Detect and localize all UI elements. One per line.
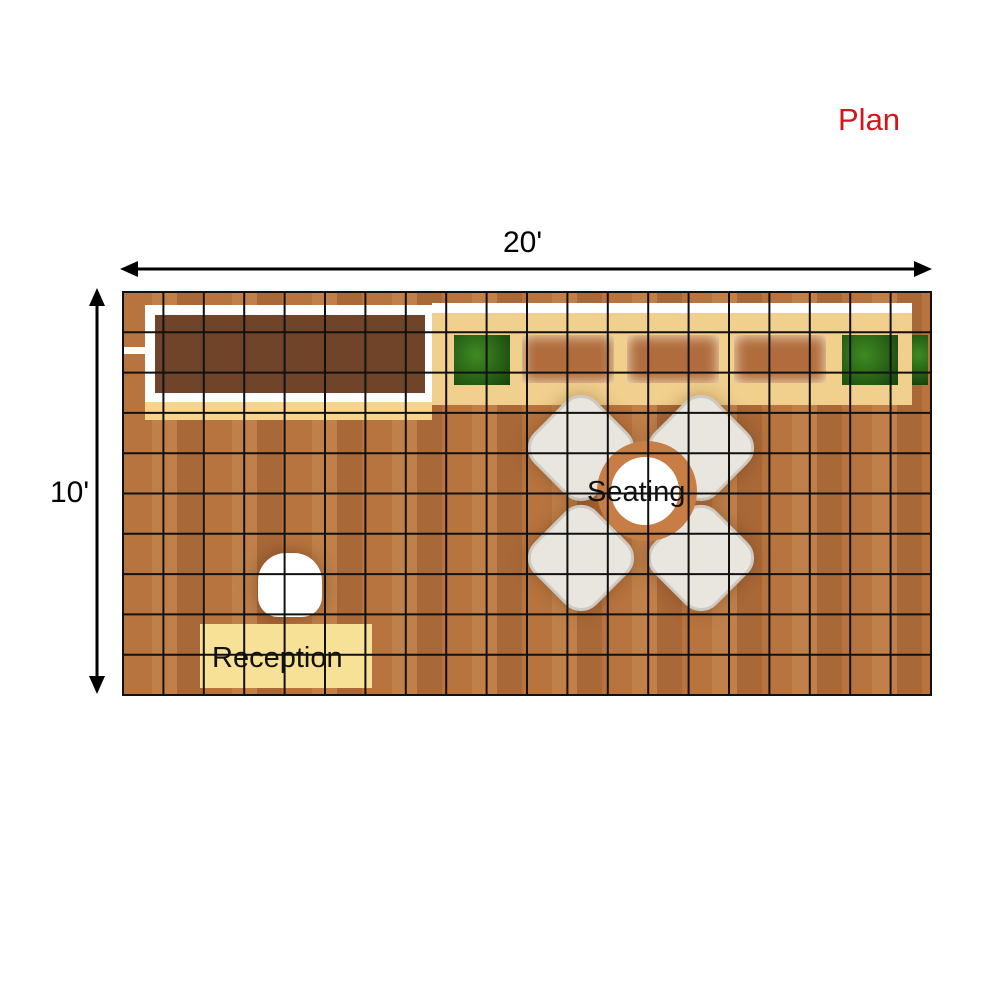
plant-icon (454, 335, 510, 385)
seating-label: Seating (587, 476, 686, 508)
width-arrow (120, 261, 932, 277)
back-counter (155, 315, 425, 393)
depth-dimension-label: 10' (50, 476, 90, 509)
shelf-top-edge (432, 303, 912, 313)
plant-icon (842, 335, 898, 385)
shelf-cubby (627, 335, 719, 383)
counter-trim (145, 402, 432, 420)
reception-desk (200, 624, 372, 688)
plan-title: Plan (838, 102, 901, 137)
reception-chair (258, 553, 322, 617)
reception-label: Reception (212, 642, 343, 674)
width-dimension-label: 20' (503, 226, 543, 259)
round-table (611, 457, 679, 525)
counter-stub (122, 347, 145, 354)
depth-arrow (89, 288, 105, 694)
grid-overlay (122, 291, 932, 696)
